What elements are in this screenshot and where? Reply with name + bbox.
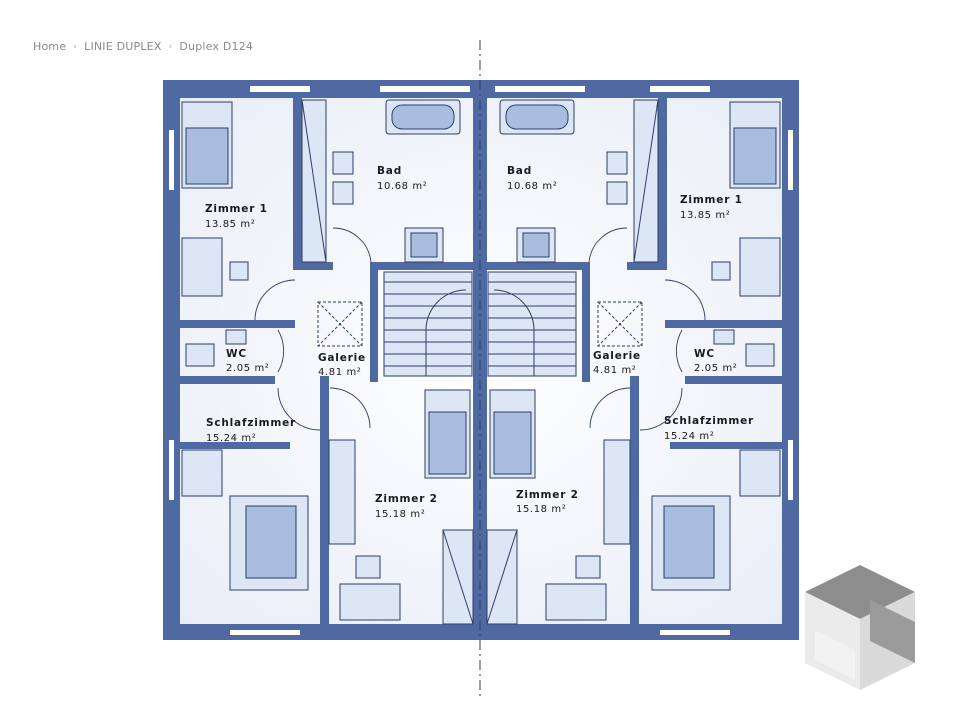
room-wc-left: WC 2.05 m²	[226, 348, 269, 374]
bed-zimmer1-right	[729, 101, 781, 189]
bed-zimmer2-right	[489, 389, 536, 479]
breadcrumb-separator: ›	[168, 41, 173, 52]
breadcrumb-duplex-d124[interactable]: Duplex D124	[179, 40, 254, 53]
wardrobe-zimmer2-right	[486, 529, 518, 625]
room-area: 15.18 m²	[375, 509, 425, 520]
room-zimmer2-left: Zimmer 2 15.18 m²	[375, 493, 438, 520]
galerie-void-right	[597, 301, 643, 347]
breadcrumb-separator: ›	[73, 41, 78, 52]
room-zimmer1-right: Zimmer 1 13.85 m²	[680, 194, 743, 221]
room-name: WC	[694, 348, 715, 360]
bed-zimmer2-left	[424, 389, 471, 479]
breadcrumb-home[interactable]: Home	[33, 40, 67, 53]
wardrobe-schlafzimmer-right	[739, 449, 781, 497]
room-galerie-right: Galerie 4.81 m²	[593, 350, 641, 376]
room-name: Galerie	[593, 350, 641, 362]
wardrobe-schlafzimmer-left	[181, 449, 223, 497]
party-wall	[473, 40, 487, 700]
room-area: 15.18 m²	[516, 504, 566, 515]
shelf-zimmer2-right	[603, 439, 631, 545]
room-area: 4.81 m²	[593, 365, 636, 376]
room-name: Bad	[377, 165, 402, 177]
room-area: 13.85 m²	[205, 219, 255, 230]
doors	[254, 227, 706, 431]
bed-zimmer1-left	[181, 101, 233, 189]
room-name: Zimmer 2	[516, 489, 579, 501]
desk-zimmer1-left	[181, 237, 249, 297]
room-wc-right: WC 2.05 m²	[694, 348, 737, 374]
room-name: WC	[226, 348, 247, 360]
room-bad-left: Bad 10.68 m²	[377, 165, 427, 192]
wc-fixtures-right	[713, 329, 775, 367]
room-area: 4.81 m²	[318, 367, 361, 378]
bath-sinks-left	[332, 151, 354, 205]
bath-sinks-right	[606, 151, 628, 205]
room-name: Zimmer 1	[205, 203, 268, 215]
room-area: 10.68 m²	[377, 181, 427, 192]
room-galerie-left: Galerie 4.81 m²	[318, 352, 366, 378]
room-schlafzimmer-left: Schlafzimmer 15.24 m²	[206, 417, 296, 444]
room-name: Schlafzimmer	[664, 415, 754, 427]
galerie-void-left	[317, 301, 363, 347]
room-area: 15.24 m²	[664, 431, 714, 442]
wardrobe-right	[633, 99, 659, 263]
wardrobe-zimmer2-left	[442, 529, 474, 625]
desk-zimmer1-right	[711, 237, 781, 297]
room-name: Schlafzimmer	[206, 417, 296, 429]
shelf-zimmer2-left	[328, 439, 356, 545]
room-area: 10.68 m²	[507, 181, 557, 192]
desk-zimmer2-left	[339, 555, 401, 621]
room-name: Galerie	[318, 352, 366, 364]
staircase-right	[487, 271, 577, 377]
room-area: 13.85 m²	[680, 210, 730, 221]
bed-schlafzimmer-right	[651, 495, 731, 591]
room-area: 15.24 m²	[206, 433, 256, 444]
bed-schlafzimmer-left	[229, 495, 309, 591]
watermark-logo	[805, 565, 915, 690]
room-area: 2.05 m²	[694, 363, 737, 374]
wardrobe-left	[301, 99, 327, 263]
breadcrumb: Home › LINIE DUPLEX › Duplex D124	[33, 40, 253, 53]
shower-left	[404, 227, 444, 263]
room-schlafzimmer-right: Schlafzimmer 15.24 m²	[664, 415, 754, 442]
room-zimmer1-left: Zimmer 1 13.85 m²	[205, 203, 268, 230]
interior-walls	[180, 98, 782, 624]
staircase-left	[383, 271, 473, 377]
breadcrumb-linie-duplex[interactable]: LINIE DUPLEX	[84, 40, 162, 53]
room-name: Zimmer 2	[375, 493, 438, 505]
bathtub-right	[499, 99, 575, 135]
outer-walls	[163, 80, 799, 640]
room-area: 2.05 m²	[226, 363, 269, 374]
room-bad-right: Bad 10.68 m²	[507, 165, 557, 192]
room-name: Zimmer 1	[680, 194, 743, 206]
shower-right	[516, 227, 556, 263]
wc-fixtures-left	[185, 329, 247, 367]
room-zimmer2-right: Zimmer 2 15.18 m²	[516, 489, 579, 515]
bathtub-left	[385, 99, 461, 135]
room-name: Bad	[507, 165, 532, 177]
desk-zimmer2-right	[545, 555, 607, 621]
